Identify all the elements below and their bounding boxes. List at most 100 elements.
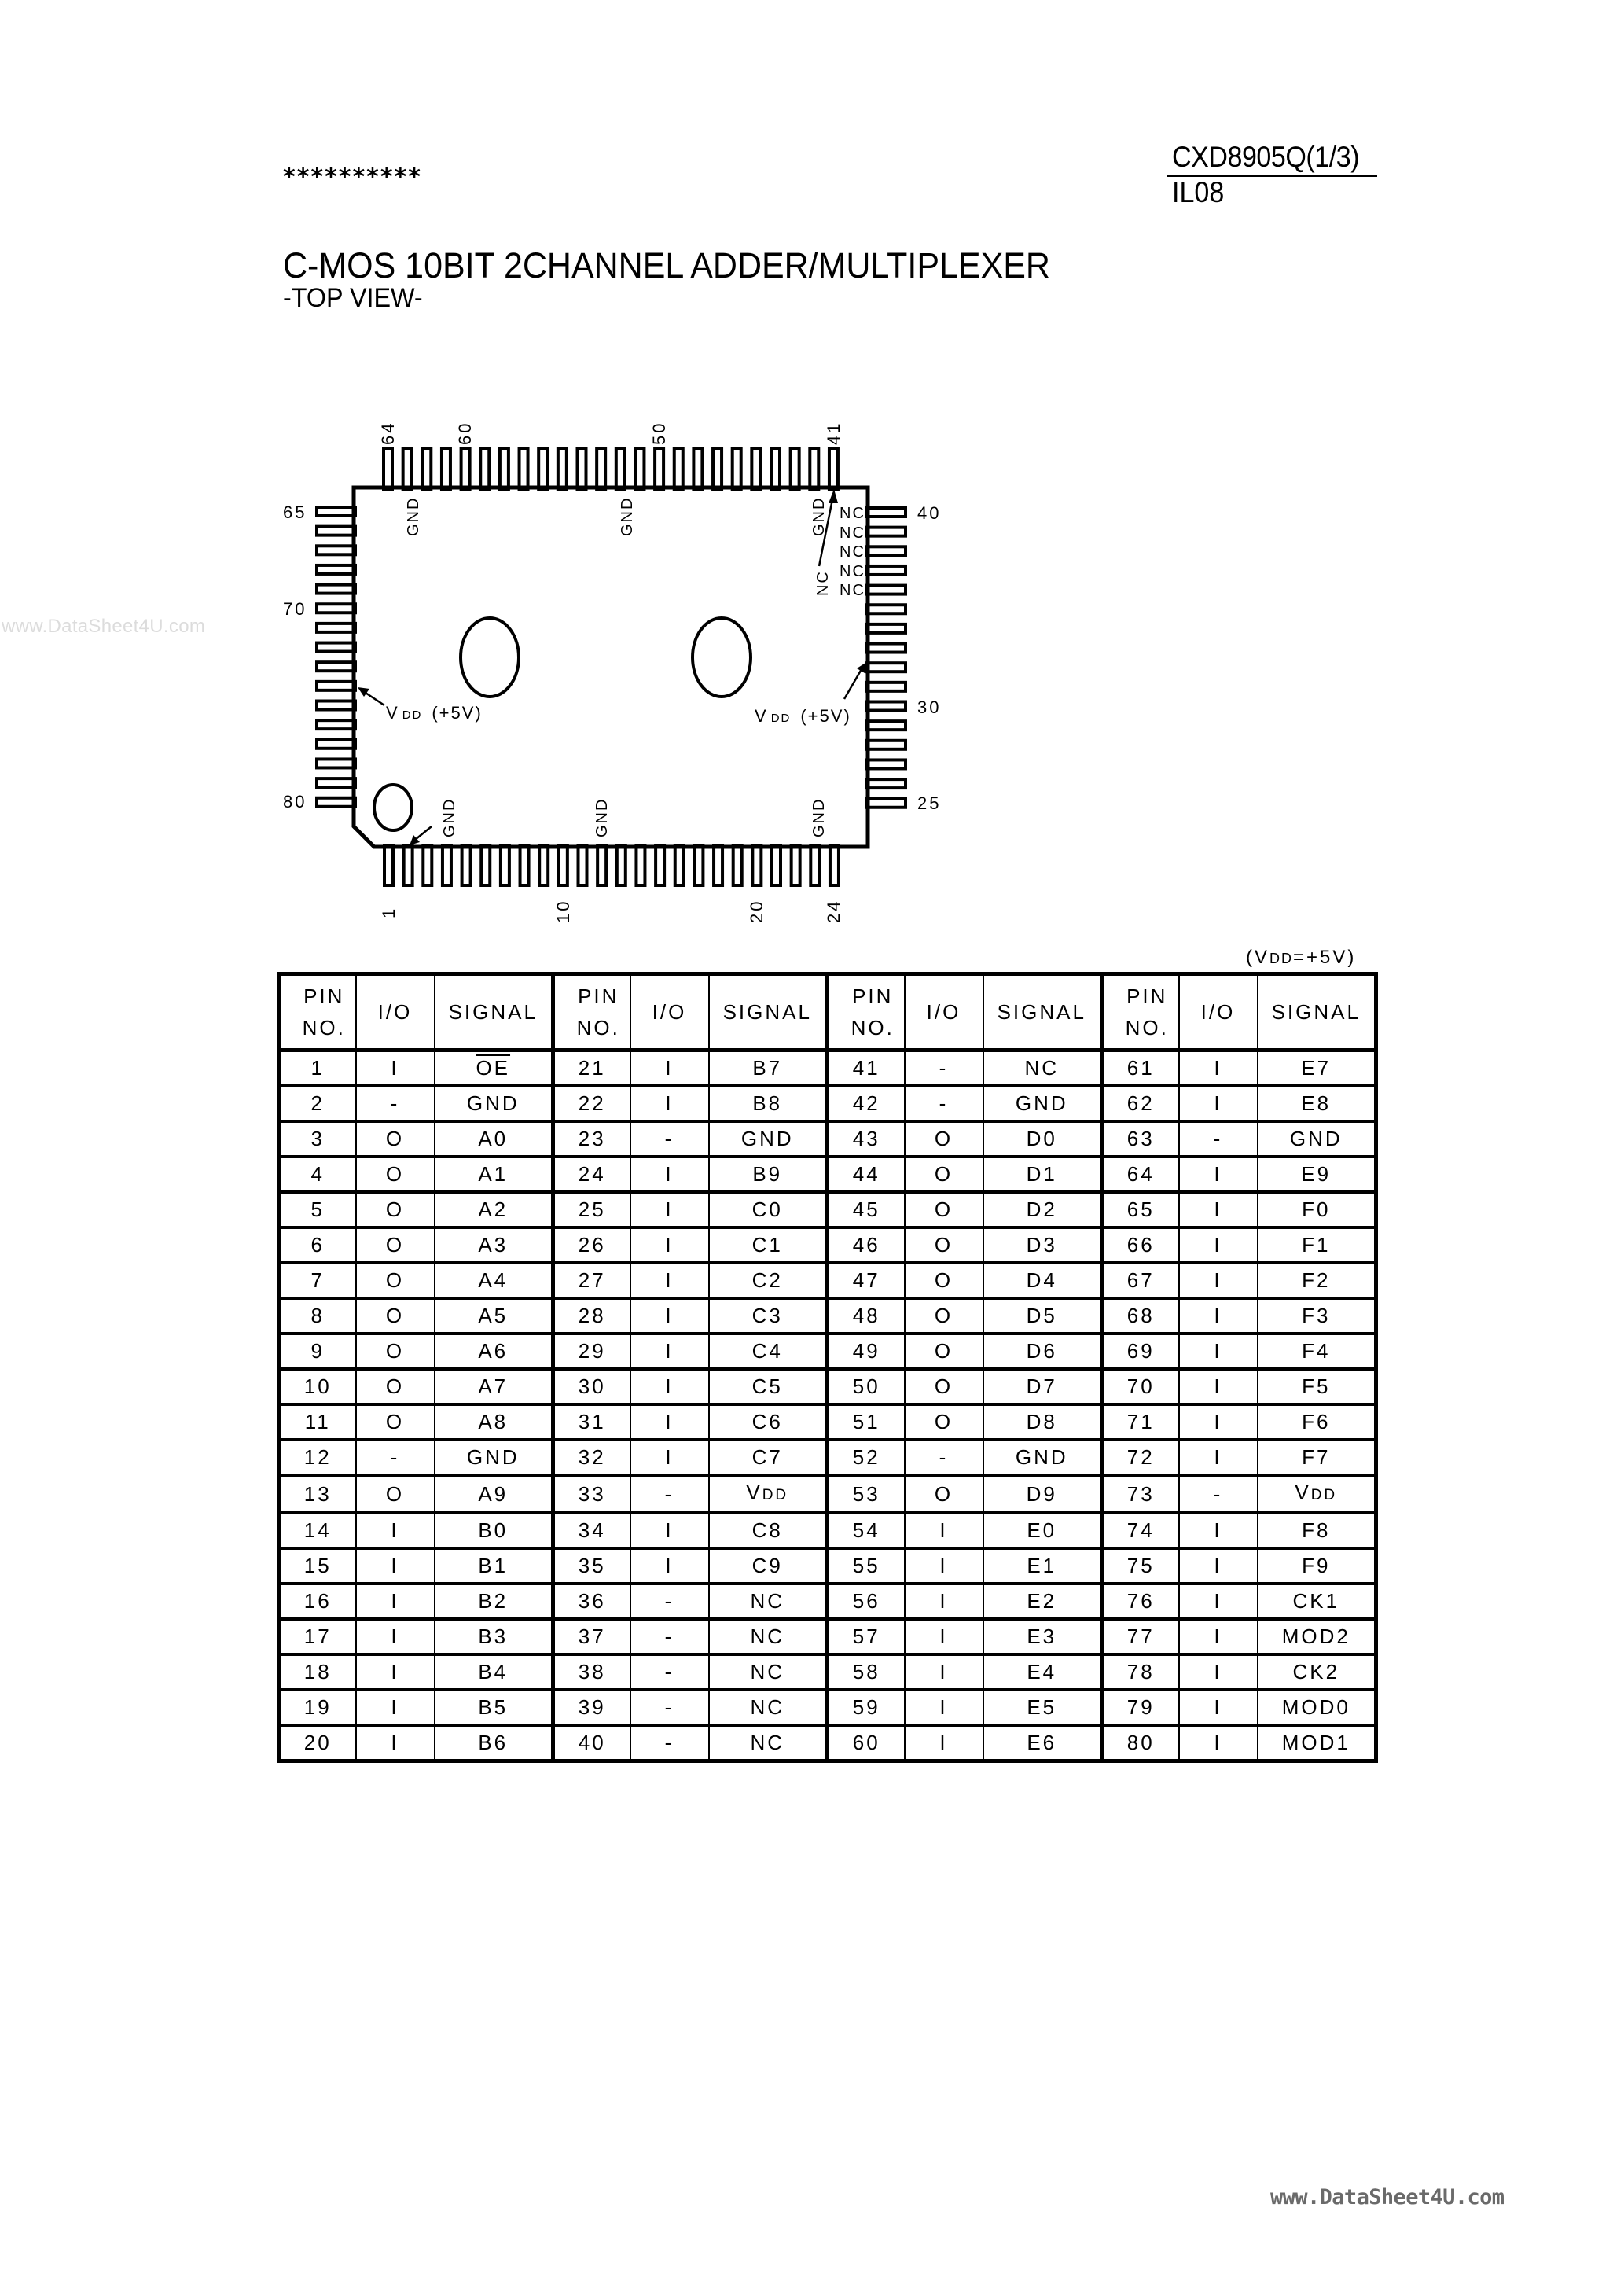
chip-pin-top [401, 447, 413, 491]
cell-pin-no: 43 [825, 1120, 906, 1158]
chip-pin-bottom [615, 844, 627, 887]
cell-signal: A7 [433, 1367, 554, 1406]
cell-io: O [355, 1226, 435, 1264]
chip-pin-top [421, 447, 433, 491]
cell-io: - [903, 1438, 984, 1477]
pin-label-25: 25 [917, 793, 941, 813]
cell-signal: B8 [707, 1084, 829, 1123]
cell-signal: E0 [982, 1511, 1103, 1550]
chip-pin-left [315, 660, 357, 673]
chip-pin-bottom [383, 844, 395, 887]
chip-pin-top [517, 447, 530, 491]
column-header-signal: SIGNAL [433, 972, 554, 1052]
cell-signal: E5 [982, 1688, 1103, 1727]
cell-pin-no: 55 [825, 1547, 906, 1585]
cell-pin-no: 38 [551, 1653, 631, 1691]
cell-signal: GND [433, 1438, 554, 1477]
chip-pin-top [672, 447, 685, 491]
chip-pin-right [865, 525, 907, 538]
cell-signal: C9 [707, 1547, 829, 1585]
cell-io: I [1178, 1155, 1258, 1194]
mold-mark-right [691, 616, 752, 698]
chip-pin-left [315, 719, 357, 731]
cell-signal: A1 [433, 1155, 554, 1194]
pin1-mark [373, 783, 413, 832]
cell-pin-no: 71 [1100, 1403, 1180, 1441]
chip-pin-left [315, 738, 357, 750]
chip-pin-top [614, 447, 626, 491]
chip-pin-top [498, 447, 510, 491]
header-pin-label: PIN [1126, 984, 1168, 1008]
cell-io: I [1178, 1403, 1258, 1441]
chip-pin-top [770, 447, 781, 491]
cell-pin-no: 39 [551, 1688, 631, 1727]
cell-io: I [1178, 1653, 1258, 1691]
cell-pin-no: 36 [551, 1582, 631, 1621]
cell-io: O [903, 1226, 984, 1264]
chip-pin-top [788, 447, 801, 491]
cell-pin-no: 46 [825, 1226, 906, 1264]
cell-pin-no: 30 [551, 1367, 631, 1406]
cell-signal: D1 [982, 1155, 1103, 1194]
cell-signal: C0 [707, 1190, 829, 1229]
chip-pin-right [865, 738, 907, 751]
nc-label: NC [840, 505, 865, 522]
column-header-signal: SIGNAL [982, 972, 1103, 1052]
chip-pin-top [711, 447, 724, 491]
column-header-signal: SIGNAL [707, 972, 829, 1052]
cell-io: - [903, 1048, 984, 1087]
watermark-side: www.DataSheet4U.com [2, 616, 206, 637]
cell-signal: MOD2 [1256, 1617, 1377, 1656]
cell-pin-no: 50 [825, 1367, 906, 1406]
chip-pin-top [730, 447, 743, 491]
chip-pin-bottom [712, 844, 725, 887]
cell-pin-no: 5 [277, 1190, 357, 1229]
cell-signal: C5 [707, 1367, 829, 1406]
cell-signal: NC [707, 1617, 829, 1656]
nc-label: NC [840, 563, 865, 580]
chip-pin-left [315, 796, 357, 808]
cell-pin-no: 47 [825, 1261, 906, 1300]
cell-signal: NC [707, 1653, 829, 1691]
cell-io: O [903, 1367, 984, 1406]
nc-label: NC [840, 582, 865, 599]
header-no-label: NO. [302, 1016, 346, 1039]
cell-pin-no: 60 [825, 1724, 906, 1763]
arrow-line [414, 826, 432, 841]
cell-io: I [629, 1547, 710, 1585]
cell-signal: D6 [982, 1332, 1103, 1371]
cell-pin-no: 4 [277, 1155, 357, 1194]
chip-pin-bottom [673, 844, 685, 887]
cell-pin-no: 64 [1100, 1155, 1180, 1194]
chip-pin-bottom [402, 844, 414, 887]
cell-io: I [903, 1511, 984, 1550]
cell-signal: D8 [982, 1403, 1103, 1441]
cell-signal: E8 [1256, 1084, 1377, 1123]
cell-signal: A0 [433, 1120, 554, 1158]
chip-pin-right [865, 622, 907, 635]
cell-signal: B7 [707, 1048, 829, 1087]
chip-pin-left [315, 563, 357, 576]
column-header-io: I/O [355, 972, 435, 1052]
cell-pin-no: 51 [825, 1403, 906, 1441]
cell-pin-no: 54 [825, 1511, 906, 1550]
chip-pin-top [692, 447, 704, 491]
cell-signal: VDD [1256, 1474, 1377, 1514]
cell-io: I [1178, 1582, 1258, 1621]
cell-pin-no: 17 [277, 1617, 357, 1656]
pin-label-24: 24 [824, 900, 843, 923]
gnd-label: GND [810, 497, 828, 536]
pin-label-64: 64 [378, 421, 398, 445]
cell-pin-no: 56 [825, 1582, 906, 1621]
